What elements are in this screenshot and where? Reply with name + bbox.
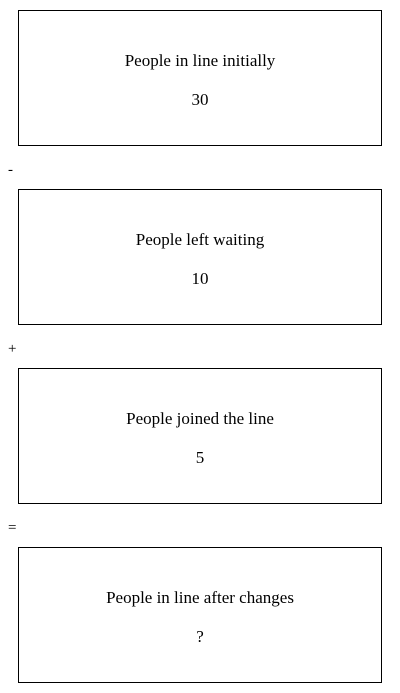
initial-count-value: 30 — [191, 90, 209, 109]
left-waiting-label: People left waiting — [135, 230, 265, 249]
left-waiting-box: People left waiting 10 — [18, 189, 382, 325]
left-waiting-value: 10 — [191, 269, 209, 288]
result-box: People in line after changes ? — [18, 547, 382, 683]
initial-count-label: People in line initially — [124, 51, 276, 70]
joined-line-value: 5 — [195, 448, 205, 467]
result-value: ? — [196, 627, 204, 646]
joined-line-box: People joined the line 5 — [18, 368, 382, 504]
plus-operator: + — [8, 341, 17, 357]
minus-operator: - — [8, 162, 13, 178]
equals-operator: = — [8, 520, 17, 536]
initial-count-box: People in line initially 30 — [18, 10, 382, 146]
result-label: People in line after changes — [106, 588, 294, 607]
joined-line-label: People joined the line — [126, 409, 274, 428]
